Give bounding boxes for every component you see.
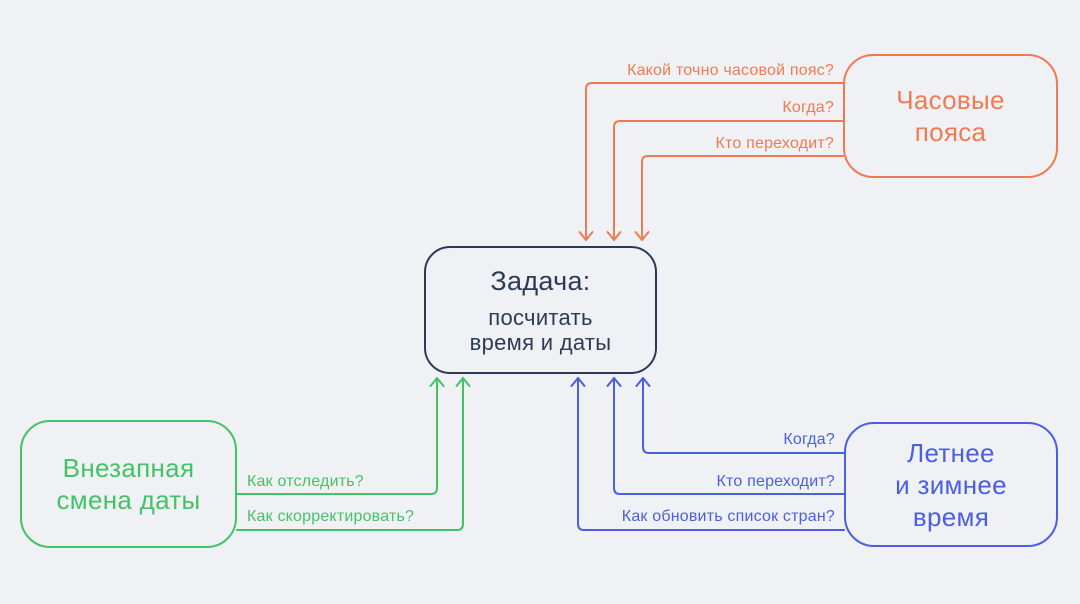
connector-timezone-q3 xyxy=(634,155,844,241)
connector-datechange-q1 xyxy=(236,377,445,495)
connector-datechange-q2 xyxy=(236,377,471,531)
dst-question-label-2: Кто переходит? xyxy=(716,473,835,490)
dst-box-title-line1: Летнее xyxy=(907,437,995,468)
date-change-box-title-line2: смена даты xyxy=(56,485,201,515)
task-box-title: Задача: xyxy=(490,265,591,296)
task-box-subtitle-line2: время и даты xyxy=(469,329,612,355)
timezones-box-title-line2: пояса xyxy=(914,117,987,147)
timezones-box: Часовые пояса xyxy=(843,54,1058,178)
date-change-question-label-2: Как скорректировать? xyxy=(247,508,415,525)
connector-timezone-q1 xyxy=(578,82,844,241)
task-box-subtitle-line1: посчитать xyxy=(488,304,593,330)
timezones-box-title-line1: Часовые xyxy=(896,85,1005,115)
timezone-question-label-3: Кто переходит? xyxy=(715,135,834,152)
connector-dst-q1 xyxy=(635,377,845,454)
dst-box-title-line3: время xyxy=(912,501,990,532)
timezone-question-label-2: Когда? xyxy=(782,99,834,116)
date-change-question-label-1: Как отследить? xyxy=(247,473,364,490)
connector-dst-q2 xyxy=(606,377,845,495)
connector-dst-q3 xyxy=(570,377,845,531)
connector-timezone-q2 xyxy=(606,120,844,241)
date-change-box-title-line1: Внезапная xyxy=(62,453,195,483)
dst-box-title-line2: и зимнее xyxy=(895,469,1007,500)
dst-question-label-1: Когда? xyxy=(783,431,835,448)
date-change-box: Внезапная смена даты xyxy=(20,420,237,548)
task-box: Задача: посчитать время и даты xyxy=(424,246,657,374)
dst-question-label-3: Как обновить список стран? xyxy=(621,508,835,525)
dst-box: Летнее и зимнее время xyxy=(844,422,1058,547)
timezone-question-label-1: Какой точно часовой пояс? xyxy=(627,62,834,79)
